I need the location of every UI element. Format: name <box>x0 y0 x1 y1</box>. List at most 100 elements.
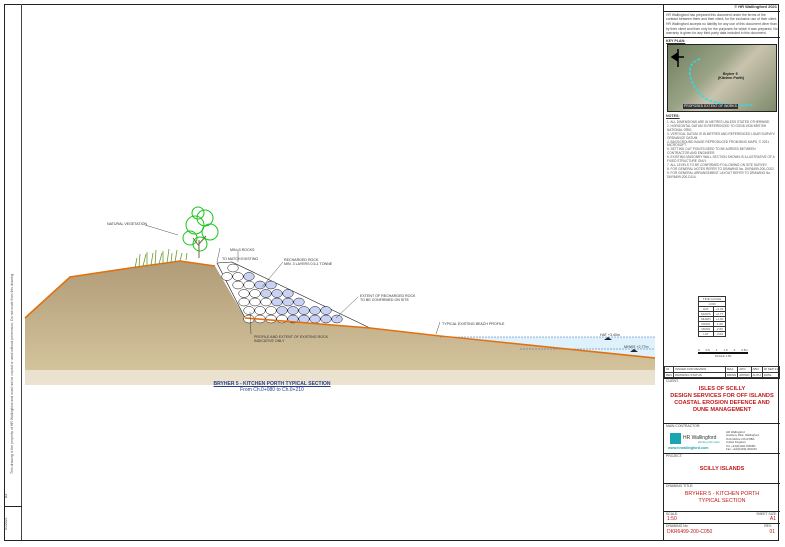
label-to-match: TO MATCH EXISTING <box>222 257 259 261</box>
disclaimer: HR Wallingford has prepared this documen… <box>664 12 780 38</box>
note-item: 6. EXISTING MASONRY WALL SECTION SHOWN I… <box>667 155 775 164</box>
disclaimer-1: HR Wallingford has prepared this documen… <box>666 13 778 22</box>
rock <box>238 289 250 298</box>
scale-bar-label: SCALE 1:50 <box>714 354 732 358</box>
scale-tick: 0.5 <box>705 348 710 352</box>
rock <box>249 289 261 298</box>
logo-mark-icon <box>670 433 681 444</box>
revision-cell: REV <box>663 371 675 378</box>
address-line: Howbery Park, Wallingford <box>726 433 760 438</box>
scale-tick: 0 <box>698 348 700 352</box>
revision-cell: APPRD <box>737 371 752 378</box>
rock <box>282 289 294 298</box>
water-level-markers <box>604 337 638 352</box>
rock <box>243 306 255 315</box>
drawing-title-block: DRAWING TITLE: BRYHER 5 - KITCHEN PORTH … <box>664 484 780 512</box>
title-block-panel: © HR Wallingford 2021 HR Wallingford has… <box>663 4 781 541</box>
copyright: © HR Wallingford 2021 <box>664 4 780 12</box>
label-extent-1: EXTENT OF RECHARGED ROCK <box>360 294 416 298</box>
scale-block: SCALE: 1:50 SHEET SIZE: A1 <box>664 512 780 524</box>
client-line: DUNE MANAGEMENT <box>692 407 752 414</box>
company-website[interactable]: www.hrwallingford.com <box>668 446 709 450</box>
rock <box>254 280 266 290</box>
rock <box>232 272 244 281</box>
note-item: 4. BACKGROUND IMAGE REPRODUCED FROM BING… <box>667 139 770 148</box>
logo-name: HR Wallingford <box>683 435 717 441</box>
revision-cell: AUTH <box>750 371 763 378</box>
project-name: SCILLY ISLANDS <box>699 466 745 473</box>
revision-cell: 01 <box>663 366 675 373</box>
revision-cell: DRAWING STATUS <box>673 371 726 378</box>
note-item: 3. VERTICAL DATUM IS IN METRES AND REFER… <box>667 131 776 140</box>
note-item: 5. SETTING OUT POINTS NEED TO BE AGREED … <box>667 147 756 156</box>
map-label-2: (Kitchen Porth) <box>718 76 744 80</box>
leader-lines <box>144 224 441 335</box>
rock <box>238 297 250 307</box>
section-subtitle: From Ch.0+080 to Ch.0+210 <box>240 387 304 393</box>
address-line: HR Wallingford <box>726 430 745 434</box>
drawing-no-value: DKR6499-200-C050 <box>667 529 713 535</box>
project-label: PROJECT: <box>666 454 683 458</box>
works-extent-line <box>688 58 754 107</box>
rev-value: 01 <box>769 529 775 535</box>
section-title: BRYHER 5 - KITCHEN PORTH TYPICAL SECTION <box>213 381 331 387</box>
rock <box>282 297 294 307</box>
label-beach-profile: TYPICAL EXISTING BEACH PROFILE <box>442 322 505 326</box>
company-fax: Fax: +44(0)1491 832233 <box>726 447 757 452</box>
rock <box>232 280 244 290</box>
scale-tick: 2 <box>733 348 736 352</box>
drawing-no-label: DRAWING No: <box>666 524 689 528</box>
rock <box>320 306 332 315</box>
note-item: 7. ALL LEVELS TO BE CONFIRMED FOLLOWING … <box>667 162 768 167</box>
rock <box>243 280 255 290</box>
rock <box>260 289 272 298</box>
contractor-label: MAIN CONTRACTOR: <box>666 424 701 428</box>
rock <box>271 297 283 307</box>
company-tel: Tel: +44(0)1491 835381 <box>726 444 756 449</box>
rock <box>293 297 305 307</box>
rock <box>227 263 239 273</box>
rock <box>271 289 283 298</box>
tide-row: HAT+3.40 <box>698 306 727 312</box>
scale-tick: 1 <box>715 348 718 352</box>
label-profile-1: PROFILE AND EXTENT OF EXISTING ROCK <box>254 335 329 339</box>
label-extent-2: TO BE CONFIRMED ON SITE <box>360 298 409 302</box>
sheet-value: A1 <box>769 516 776 522</box>
notes-label: NOTES: <box>666 114 680 118</box>
rev-label: REV: <box>764 524 772 528</box>
section-svg <box>24 206 656 385</box>
drawing-number-block: DRAWING No: DKR6499-200-C050 REV: 01 <box>664 524 780 537</box>
rock <box>298 306 310 315</box>
disclaimer-2: HR Wallingford accepts no liability for … <box>666 22 778 35</box>
tide-row: LAT-3.00 <box>698 331 727 337</box>
rock <box>309 306 321 315</box>
label-recharged-1: RECHARGED ROCK <box>284 258 319 262</box>
drawing-title-1: BRYHER 5 - KITCHEN PORTH <box>684 491 760 498</box>
client-line: DESIGN SERVICES FOR OFF ISLANDS <box>670 393 774 400</box>
label-recharged-2: MIN. 3 LAYERS 0.5-1 TONNE <box>284 262 333 266</box>
label-hat: HAT +3.40m <box>600 333 620 337</box>
label-profile-2: INDICATIVE ONLY <box>254 339 285 343</box>
rock <box>320 314 332 324</box>
address-line: United Kingdom <box>726 439 746 444</box>
key-plan-map: Bryher 5 (Kitchen Porth) PROPOSED EXTENT… <box>667 44 777 112</box>
revision-cell: DATE <box>761 371 781 378</box>
note-item: 2. HORIZONTAL DATUM IS REFERENCED TO OSG… <box>667 123 767 132</box>
contractor-block: MAIN CONTRACTOR: HR Wallingford Working … <box>664 424 780 454</box>
scale-tick: 2.5m <box>741 348 748 352</box>
scale-value: 1:50 <box>667 516 677 522</box>
ground-fade <box>25 370 655 385</box>
tide-level: -3.00 <box>712 331 727 337</box>
rock <box>287 306 299 315</box>
sheet-label: SHEET SIZE: <box>756 512 777 516</box>
tide-name: LAT <box>698 331 714 337</box>
note-item: 8. FOR GENERAL NOTES REFER TO DRAWING No… <box>667 166 775 171</box>
rock <box>265 306 277 315</box>
revision-cell: 20 SEP 21 <box>761 366 781 373</box>
rock <box>260 297 272 307</box>
